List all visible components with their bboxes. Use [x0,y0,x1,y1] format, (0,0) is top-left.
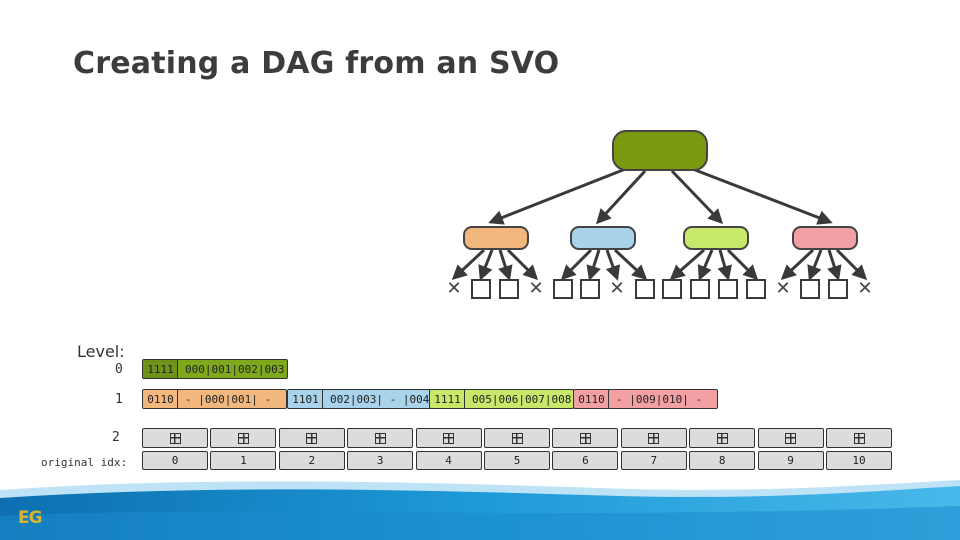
child-edge-2-2 [717,249,732,281]
original-idx-cell: 1 [210,451,277,470]
level1-node-2-data: 005|006|007|008 [464,389,574,409]
grid-icon [662,279,682,299]
grid-icon [746,279,766,299]
grid-icon [648,432,660,444]
grid-icon [499,279,519,299]
grid-icon [443,432,455,444]
original-idx-cell: 4 [415,451,482,470]
grid-icon [853,432,865,444]
grid-icon [511,432,523,444]
level-heading: Level: [77,342,125,361]
grid-icon [237,432,249,444]
child-edge-1-2 [605,249,621,281]
cross-icon: ✕ [609,278,625,299]
grid-icon [579,432,591,444]
level0-mask: 1111 [142,359,179,379]
grid-icon [785,432,797,444]
original-idx-cell: 2 [278,451,345,470]
original-idx-cell: 7 [620,451,687,470]
root-edge-0 [488,166,629,225]
child-edge-0-0 [451,248,486,281]
grid-icon [828,279,848,299]
grid-icon [800,279,820,299]
cross-icon: ✕ [528,278,544,299]
cross-icon: ✕ [775,278,791,299]
level2-leaf-1 [210,428,277,448]
level1-tree-node-1 [570,226,636,250]
level1-tree-node-2 [683,226,749,250]
grid-icon [306,432,318,444]
grid-icon [169,432,181,444]
child-edge-2-1 [697,249,714,281]
level2-leaf-8 [689,428,756,448]
child-edge-0-1 [478,249,494,281]
level2-leaf-2 [278,428,345,448]
level1-node-3-data: - |009|010| - [608,389,718,409]
original-idx-cell: 6 [552,451,619,470]
level1-tree-node-3 [792,226,858,250]
level1-node-1-data: 002|003| - |004 [322,389,431,409]
grid-icon [690,279,710,299]
level2-leaf-3 [347,428,414,448]
root-node [612,130,708,171]
level2-leaf-0 [142,428,208,448]
grid-icon [716,432,728,444]
grid-icon [718,279,738,299]
level1-node-1-mask: 1101 [287,389,324,409]
level2-leaf-4 [415,428,482,448]
level-0-label: 0 [115,362,123,377]
level2-leaf-9 [757,428,824,448]
level1-node-2-mask: 1111 [429,389,466,409]
grid-icon [471,279,491,299]
grid-icon [553,279,573,299]
child-edge-3-3 [835,248,868,281]
original-idx-cell: 10 [826,451,892,470]
child-edge-2-0 [669,248,705,280]
level2-leaf-6 [552,428,619,448]
level1-node-0-mask: 0110 [142,389,179,409]
logo: EG [18,508,43,528]
child-edge-1-0 [560,248,593,281]
root-edge-3 [689,166,833,225]
level-1-label: 1 [115,392,123,407]
original-idx-cell: 5 [484,451,550,470]
level2-leaf-10 [826,428,892,448]
level0-data: 000|001|002|003 [177,359,288,379]
cross-icon: ✕ [446,278,462,299]
child-edge-2-3 [726,248,759,281]
child-edge-0-3 [506,248,539,281]
level1-node-0-data: - |000|001| - [177,389,287,409]
child-edge-0-2 [498,249,513,281]
child-edge-1-3 [613,248,648,281]
level1-node-3-mask: 0110 [573,389,610,409]
original-idx-cell: 3 [347,451,414,470]
grid-icon [580,279,600,299]
grid-icon [635,279,655,299]
root-edge-2 [670,169,724,225]
level1-tree-node-0 [463,226,529,250]
footer-banner [0,480,960,540]
slide-title: Creating a DAG from an SVO [73,46,560,81]
level2-leaf-5 [484,428,550,448]
child-edge-3-1 [807,249,823,281]
child-edge-1-1 [586,249,601,281]
original-idx-cell: 9 [757,451,824,470]
original-idx-cell: 0 [142,451,208,470]
child-edge-3-2 [827,249,842,281]
level2-leaf-7 [620,428,687,448]
level-2-label: 2 [112,430,120,445]
original-idx-label: original idx: [41,456,128,469]
child-edge-3-0 [780,248,815,281]
grid-icon [374,432,386,444]
root-edge-1 [595,169,647,225]
original-idx-cell: 8 [689,451,756,470]
cross-icon: ✕ [857,278,873,299]
